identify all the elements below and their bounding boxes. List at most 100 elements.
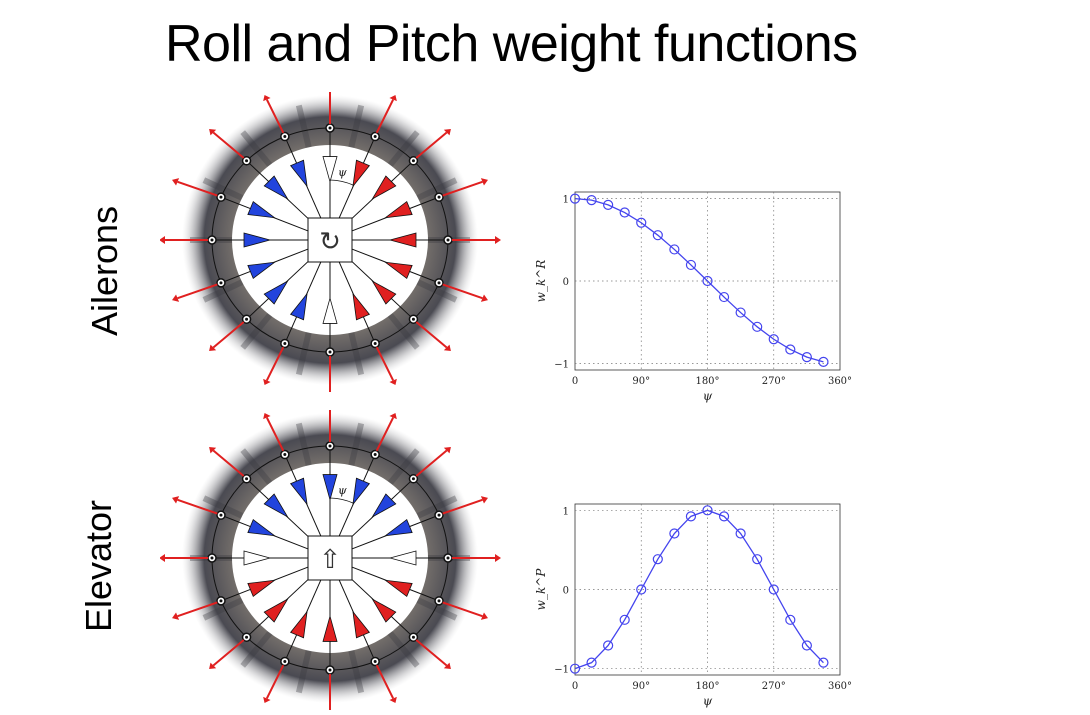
weight-triangle [247,579,276,598]
flow-arrow [265,99,285,134]
sensor-dot-center [437,195,441,199]
flow-arrow-head [443,662,451,670]
x-tick-label: 90° [632,376,650,387]
sensor-dot-center [245,635,249,639]
sensor-dot-center [328,350,332,354]
sensor-dot-center [328,126,332,130]
weight-triangle [263,175,289,200]
flow-arrow [442,498,483,515]
roll-fisheye-diagram: ↻ψ [160,92,501,392]
sensor-dot-center [437,281,441,285]
weight-triangle [384,518,413,537]
flow-arrow-head [480,612,488,620]
flow-arrow-head [209,344,217,352]
data-point [752,554,763,565]
data-point [702,505,713,516]
weight-triangle [289,159,308,188]
rotate-icon: ↻ [319,227,341,257]
flow-arrow-head [263,378,271,386]
psi-arc [329,179,354,186]
weight-triangle [247,518,276,537]
data-point [801,352,812,363]
flow-arrow-head [209,662,217,670]
flow-arrow [177,180,218,197]
data-point [718,511,730,522]
psi-arc [329,497,354,504]
flow-arrow [177,498,218,515]
weight-triangle [388,550,417,566]
sensor-dot-center [245,317,249,321]
sensor-dot-center [446,238,450,242]
data-point [718,291,730,303]
flow-arrow [177,283,218,300]
arrow-up-icon: ⇧ [319,545,341,575]
sensor-dot-center [328,668,332,672]
weight-triangle [384,200,413,219]
weight-triangle [322,614,338,642]
flow-arrow [265,346,285,381]
center-box [307,535,353,581]
weight-triangle [371,598,397,623]
weight-triangle [289,610,308,639]
flow-arrow-head [172,294,180,302]
y-tick-label: 0 [563,277,569,288]
flow-arrow-head [480,178,488,186]
y-tick-label: −1 [554,359,569,370]
data-point [685,511,697,522]
data-point [586,657,597,668]
data-point [752,321,763,332]
y-tick-label: −1 [554,665,569,676]
sensor-dot-center [219,599,223,603]
data-point [669,528,680,539]
data-point [801,640,812,651]
weight-triangle [243,550,272,566]
sensor-dot-center [283,135,287,139]
weight-triangle [263,598,289,623]
flow-arrow-head [263,412,271,420]
data-point [818,356,829,367]
x-tick-label: 360° [828,376,852,387]
y-tick-label: 1 [563,506,569,517]
data-point [586,195,597,206]
flow-arrow-head [389,378,397,386]
flow-arrow [375,417,395,452]
data-point [603,640,614,651]
flow-arrow-head [480,496,488,504]
weight-triangle [322,156,338,184]
weight-triangle [322,474,338,502]
x-tick-label: 270° [762,376,786,387]
sensor-dot-center [328,444,332,448]
weight-triangle [289,292,308,321]
x-tick-label: 180° [695,681,719,692]
flow-arrow-head [443,446,451,454]
weight-triangle [352,292,371,321]
flow-arrow-head [209,128,217,136]
flow-arrow [177,601,218,618]
x-tick-label: 180° [695,376,719,387]
flow-arrow-head [389,696,397,704]
sensor-dot-center [245,477,249,481]
data-point [768,584,779,595]
weight-triangle [322,296,338,324]
data-point [785,344,796,355]
sensor-dot-center [219,195,223,199]
flow-arrow [415,449,448,477]
flow-arrow [212,321,245,349]
data-point [569,663,581,674]
flow-arrow [415,131,448,159]
weight-triangle [289,477,308,506]
x-tick-label: 0 [572,376,578,387]
flow-arrow [442,601,483,618]
flow-arrow-head [480,294,488,302]
y-axis-label: w_k^R [534,260,548,303]
weight-triangle [371,280,397,305]
sensor-dot-center [219,513,223,517]
flow-arrow [375,664,395,699]
data-point [619,207,630,218]
data-point [569,193,581,204]
sensor-dot-center [373,659,377,663]
sensor-dot-center [411,635,415,639]
sensor-dot-center [210,556,214,560]
flow-arrow [415,639,448,667]
